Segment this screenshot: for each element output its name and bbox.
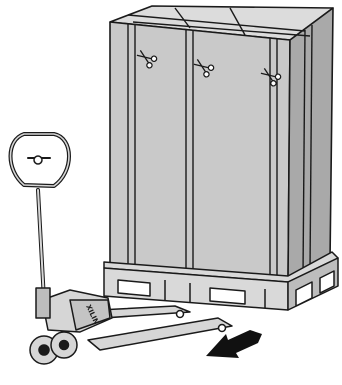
packed-crate	[110, 6, 333, 283]
jack-fork-lower	[88, 318, 232, 350]
crate-front	[110, 22, 290, 283]
arrow-icon	[206, 330, 262, 358]
